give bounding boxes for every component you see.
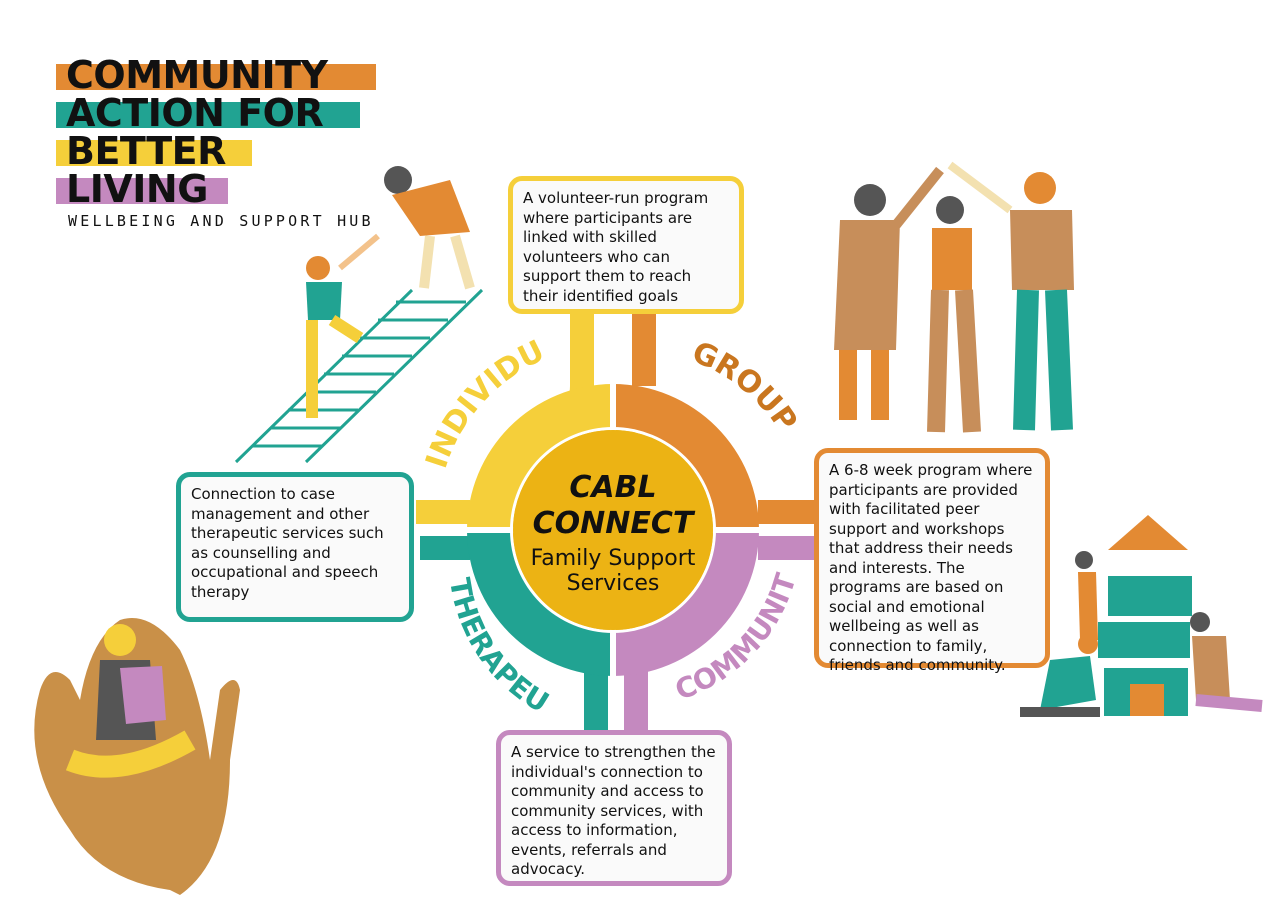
- center-title: CABL CONNECT: [508, 470, 718, 542]
- logo-bar-orange: [56, 64, 376, 90]
- center-subtitle-line-1: Family Support: [530, 546, 696, 571]
- logo-word-better: BETTER: [66, 129, 226, 173]
- logo-line-1: COMMUNITY: [56, 56, 376, 94]
- group-description-box: A 6-8 week program where participants ar…: [814, 448, 1050, 674]
- therapeutic-quadrant: [467, 530, 613, 676]
- group-description: A 6-8 week program where participants ar…: [829, 461, 1033, 674]
- logo-line-3: BETTER: [56, 132, 376, 170]
- logo-bar-purple: [56, 178, 228, 204]
- center-subtitle-line-2: Services: [566, 571, 660, 596]
- individual-description: A volunteer-run program where participan…: [523, 189, 709, 305]
- logo-tagline: WELLBEING AND SUPPORT HUB: [68, 212, 374, 230]
- logo-line-2: ACTION FOR: [56, 94, 376, 132]
- therapeutic-description: Connection to case management and other …: [191, 485, 384, 601]
- three-people-illustration: [834, 161, 1074, 433]
- logo-word-living: LIVING: [66, 167, 208, 211]
- individual-quadrant: [467, 384, 613, 530]
- individual-description-box: A volunteer-run program where participan…: [508, 176, 744, 314]
- group-quadrant: [613, 384, 759, 530]
- logo-line-4: LIVING: [56, 170, 376, 208]
- community-quadrant: [613, 530, 759, 676]
- hands-illustration: [34, 618, 241, 895]
- logo: COMMUNITY ACTION FOR BETTER LIVING: [56, 56, 376, 208]
- community-description: A service to strengthen the individual's…: [511, 743, 716, 878]
- community-description-box: A service to strengthen the individual's…: [496, 730, 732, 886]
- logo-word-action-for: ACTION FOR: [66, 91, 324, 135]
- ladder-illustration: [234, 166, 484, 464]
- logo-bar-yellow: [56, 140, 252, 166]
- center-subtitle: Family Support Services: [508, 546, 718, 596]
- center-title-line-1: CABL: [569, 470, 657, 505]
- center-title-line-2: CONNECT: [532, 506, 694, 541]
- house-puzzle-illustration: [1020, 515, 1263, 717]
- therapeutic-description-box: Connection to case management and other …: [176, 472, 414, 622]
- center-circle-top: [513, 430, 713, 630]
- logo-bar-teal: [56, 102, 360, 128]
- logo-word-community: COMMUNITY: [66, 53, 328, 97]
